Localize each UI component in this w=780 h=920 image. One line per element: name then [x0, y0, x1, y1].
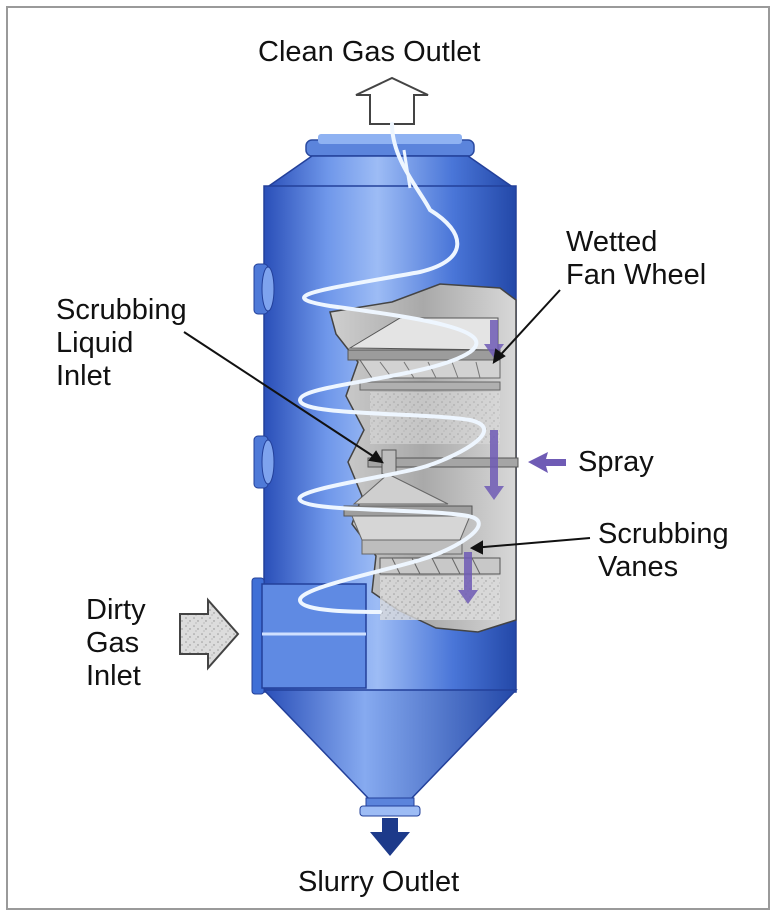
- wetted-fan-wheel-line-1: Wetted: [566, 226, 658, 258]
- dirty-gas-inlet-line-3: Inlet: [86, 660, 141, 692]
- slurry-arrow: [370, 818, 410, 856]
- scrubbing-liquid-inlet-line-1: Scrubbing: [56, 294, 187, 326]
- dirty-gas-inlet-label: Dirty Gas Inlet: [86, 594, 146, 693]
- scrubbing-liquid-inlet-line-3: Inlet: [56, 360, 111, 392]
- spray-arrow: [528, 452, 566, 473]
- scrubbing-liquid-inlet-label: Scrubbing Liquid Inlet: [56, 294, 187, 393]
- liquid-flow-arrows: [458, 320, 504, 604]
- scrubbing-vanes-label: Scrubbing Vanes: [598, 518, 729, 584]
- gas-spiral: [297, 122, 487, 614]
- vessel-cone: [262, 689, 518, 801]
- inlet-box: [251, 577, 367, 695]
- clean-gas-outlet-label: Clean Gas Outlet: [258, 36, 481, 68]
- leader-lines: [183, 289, 591, 555]
- scrubbing-vanes-line-1: Scrubbing: [598, 518, 729, 550]
- clean-gas-arrow: [355, 76, 429, 125]
- cutaway-interior: [329, 283, 519, 633]
- wetted-fan-wheel-label: Wetted Fan Wheel: [566, 226, 706, 292]
- dirty-gas-arrow: [179, 597, 240, 671]
- scrubbing-vanes-line-2: Vanes: [598, 551, 679, 583]
- slurry-outlet-label: Slurry Outlet: [298, 866, 460, 898]
- top-flange: [305, 134, 475, 157]
- dirty-gas-inlet-line-1: Dirty: [86, 594, 146, 626]
- wetted-fan-wheel-line-2: Fan Wheel: [566, 259, 707, 291]
- side-nozzles: [253, 263, 275, 489]
- spray-label: Spray: [578, 446, 654, 478]
- vessel-shoulder: [263, 155, 517, 189]
- gas-spiral-top: [402, 149, 412, 189]
- scrubbing-liquid-inlet-line-2: Liquid: [56, 327, 134, 359]
- bottom-flange: [359, 797, 421, 817]
- dirty-gas-inlet-line-2: Gas: [86, 627, 140, 659]
